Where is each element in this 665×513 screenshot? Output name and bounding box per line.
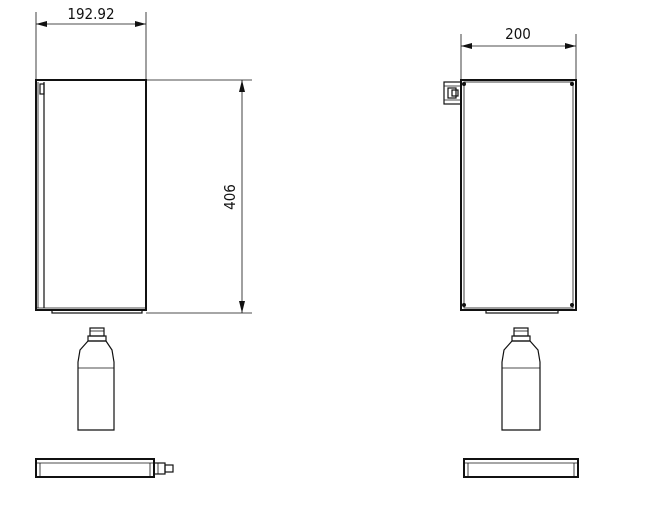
front-width-dimension: 200: [460, 25, 577, 80]
front-cabinet: [460, 79, 577, 314]
front-width-label: 200: [505, 25, 531, 43]
side-cabinet: [35, 79, 147, 314]
height-label: 406: [221, 184, 239, 210]
front-view: 200: [443, 25, 579, 478]
height-dimension: 406: [146, 79, 252, 314]
base-tray-icon: [463, 458, 579, 478]
side-width-label: 192.92: [67, 5, 114, 23]
side-width-dimension: 192.92: [35, 5, 147, 80]
side-view: 192.92 406: [35, 5, 252, 478]
base-tray-icon: [35, 458, 155, 478]
connector-icon: [153, 462, 174, 475]
bottle-icon: [501, 327, 541, 431]
connector-block-icon: [443, 81, 462, 105]
screw-icon: [462, 82, 574, 307]
bottle-icon: [77, 327, 115, 431]
